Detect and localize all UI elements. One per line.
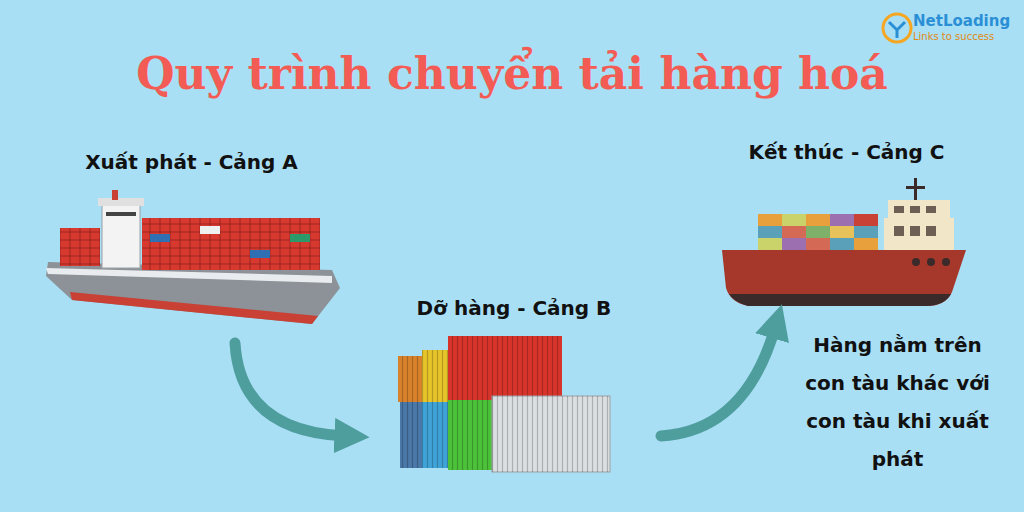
- logo-mark: [889, 22, 905, 38]
- funnel: [112, 190, 118, 200]
- container: [854, 238, 878, 250]
- flow-arrow: [235, 343, 345, 436]
- mast-bar: [906, 186, 925, 189]
- container-ribs: [400, 402, 422, 468]
- stage-heading: Kết thúc - Cảng C: [715, 140, 978, 164]
- container: [250, 250, 270, 258]
- cabin: [884, 218, 954, 250]
- container: [830, 214, 854, 226]
- container: [150, 234, 170, 242]
- note-text: Hàng nằm trên con tàu khác với con tàu k…: [795, 326, 1000, 478]
- ship-hull: [46, 262, 340, 324]
- container: [806, 226, 830, 238]
- container: [854, 214, 878, 226]
- window: [894, 206, 904, 213]
- container: [400, 402, 422, 468]
- stage-heading: Xuất phát - Cảng A: [45, 150, 338, 174]
- container: [758, 238, 782, 250]
- container: [492, 396, 610, 472]
- container: [448, 400, 492, 470]
- ship-hull: [722, 250, 966, 306]
- container-ribs: [422, 402, 448, 468]
- container: [830, 238, 854, 250]
- container-grid: [758, 214, 878, 250]
- container-ribs: [448, 400, 492, 470]
- container-ship: [46, 190, 340, 324]
- cabin-top: [888, 200, 950, 218]
- window: [894, 226, 904, 236]
- container: [830, 226, 854, 238]
- container: [422, 402, 448, 468]
- logo-icon: [883, 14, 911, 42]
- window: [910, 226, 920, 236]
- container: [422, 350, 448, 402]
- container: [806, 214, 830, 226]
- container-stack: [142, 218, 320, 270]
- container-ribs: [448, 336, 562, 402]
- window: [926, 226, 936, 236]
- logo-tagline: Links to success: [913, 31, 1018, 42]
- window: [910, 206, 920, 213]
- hull-waterline: [70, 292, 318, 324]
- container: [758, 214, 782, 226]
- bridge: [102, 204, 140, 268]
- mast: [914, 178, 917, 202]
- cargo-ship: [722, 178, 966, 306]
- container: [782, 214, 806, 226]
- container-pile: [398, 336, 610, 472]
- container-stack: [60, 228, 100, 266]
- porthole: [927, 258, 935, 266]
- bridge-windows: [106, 212, 136, 216]
- container-ribs: [422, 350, 448, 402]
- stage-group: Xuất phát - Cảng A: [45, 150, 338, 335]
- container-ribs: [492, 396, 610, 472]
- container: [782, 226, 806, 238]
- container: [854, 226, 878, 238]
- container: [782, 238, 806, 250]
- container: [448, 336, 562, 402]
- flow-arrow: [661, 328, 775, 436]
- container: [398, 356, 422, 402]
- logo-ring: [883, 14, 911, 42]
- container: [806, 238, 830, 250]
- porthole: [942, 258, 950, 266]
- window: [926, 206, 936, 213]
- bridge-top: [98, 198, 144, 206]
- container: [290, 234, 310, 242]
- stage-heading: Dỡ hàng - Cảng B: [375, 296, 653, 320]
- container: [200, 226, 220, 234]
- diagram-title: Quy trình chuyển tải hàng hoá: [0, 48, 1024, 99]
- logo-name: NetLoading: [913, 12, 1018, 30]
- porthole: [912, 258, 920, 266]
- container: [758, 226, 782, 238]
- stage-group: Kết thúc - Cảng C: [715, 140, 978, 318]
- container-ribs: [398, 356, 422, 402]
- hull-stripe: [46, 268, 332, 283]
- hull-bottom: [729, 294, 951, 306]
- stage-group: Dỡ hàng - Cảng B: [355, 296, 653, 474]
